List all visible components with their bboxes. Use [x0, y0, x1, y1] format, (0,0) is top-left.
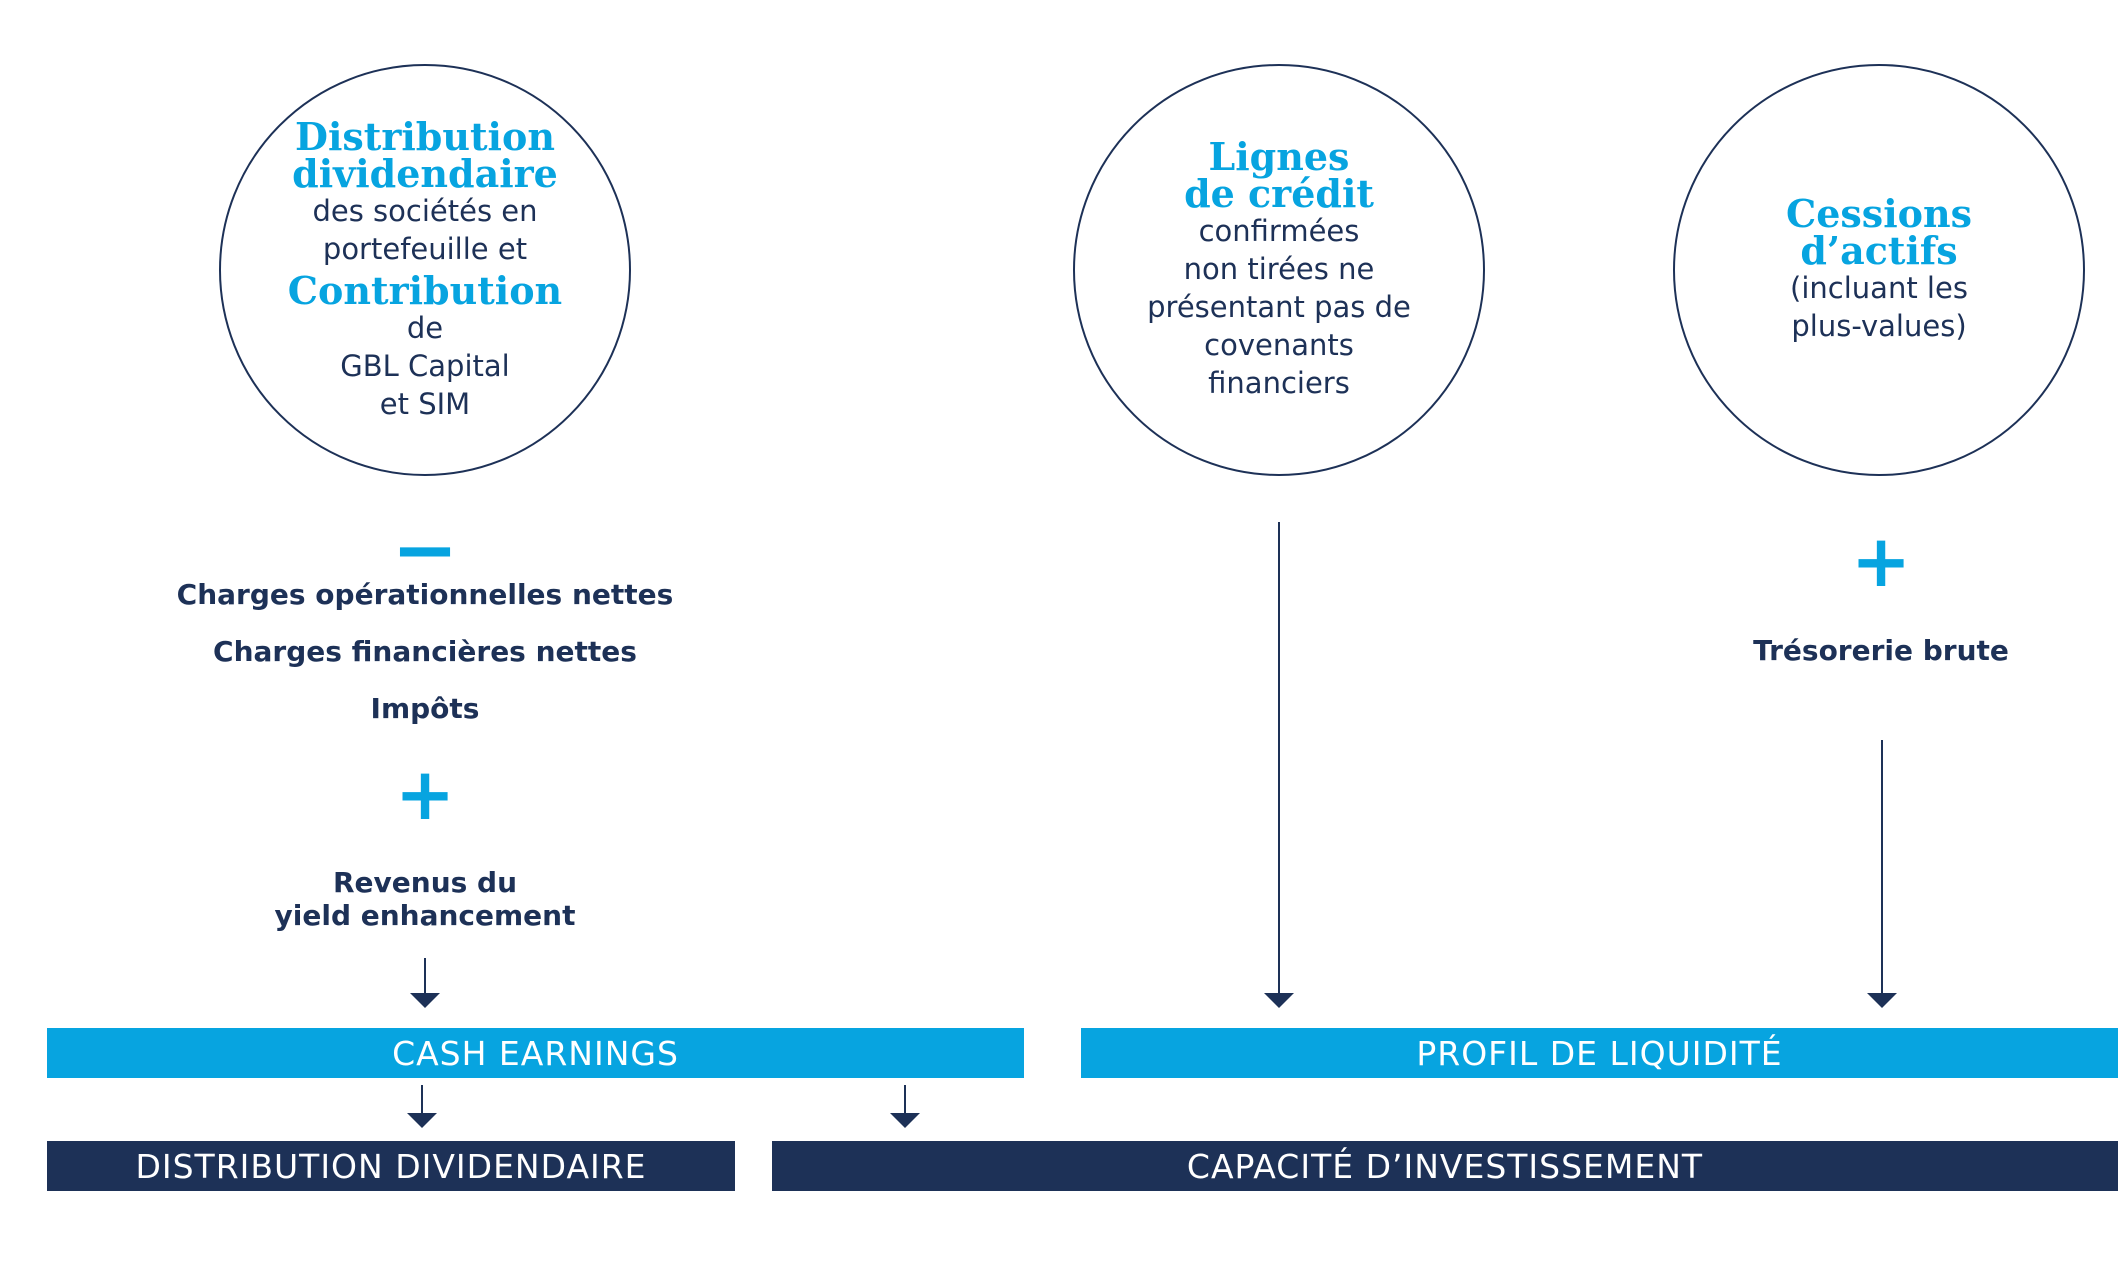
- bar-distribution-dividendaire: DISTRIBUTION DIVIDENDAIRE: [47, 1141, 735, 1191]
- label-charges-financieres: Charges financières nettes: [213, 635, 637, 668]
- arrow-head-cash-to-distribution: [407, 1113, 437, 1128]
- circle-highlight: dividendaire: [292, 150, 558, 196]
- circle-lignes-de-credit: Lignes de crédit confirmées non tirées n…: [1073, 64, 1485, 476]
- circle-highlight: Distribution: [295, 113, 555, 159]
- circle-highlight: d’actifs: [1800, 228, 1958, 273]
- bar-profil-liquidite: PROFIL DE LIQUIDITÉ: [1081, 1028, 2118, 1078]
- label-revenus-du: Revenus du: [332, 866, 518, 899]
- label-tresorerie-brute: Trésorerie brute: [1753, 634, 2009, 667]
- circle-text: portefeuille et: [322, 231, 528, 266]
- circle-text: covenants: [1204, 328, 1354, 362]
- circle-text: financiers: [1208, 366, 1350, 400]
- circle-text: GBL Capital: [340, 348, 510, 383]
- circle-text: plus-values): [1791, 309, 1967, 343]
- arrow-head-cash-to-capacite: [890, 1113, 920, 1128]
- bar-profil-liquidite-label: PROFIL DE LIQUIDITÉ: [1416, 1033, 1783, 1073]
- circle-distribution-dividendaire: Distribution dividendaire des sociétés e…: [219, 64, 631, 476]
- bar-cash-earnings-label: CASH EARNINGS: [392, 1033, 679, 1073]
- circle-text: confirmées: [1198, 214, 1360, 248]
- bar-capacite-investissement: CAPACITÉ D’INVESTISSEMENT: [772, 1141, 2118, 1191]
- circle-text: et SIM: [379, 386, 471, 421]
- arrow-head-tresorerie: [1867, 993, 1897, 1008]
- plus-sign-right: +: [1850, 519, 1912, 603]
- plus-sign-left: +: [394, 752, 456, 836]
- bar-capacite-investissement-label: CAPACITÉ D’INVESTISSEMENT: [1186, 1146, 1704, 1186]
- label-impots: Impôts: [370, 692, 480, 725]
- circle-highlight: de crédit: [1184, 171, 1374, 216]
- arrow-head-revenus: [410, 993, 440, 1008]
- minus-sign: −: [391, 503, 459, 596]
- bar-cash-earnings: CASH EARNINGS: [47, 1028, 1024, 1078]
- circle-highlight: Contribution: [287, 267, 563, 313]
- label-yield-enhancement: yield enhancement: [274, 899, 576, 932]
- circle-text: (incluant les: [1790, 271, 1968, 305]
- circle-cessions-actifs: Cessions d’actifs (incluant les plus-val…: [1673, 64, 2085, 476]
- circle-text: présentant pas de: [1147, 290, 1411, 324]
- circle-highlight: Lignes: [1208, 134, 1350, 179]
- arrow-head-lignes: [1264, 993, 1294, 1008]
- bar-distribution-dividendaire-label: DISTRIBUTION DIVIDENDAIRE: [135, 1146, 647, 1186]
- label-charges-operationnelles: Charges opérationnelles nettes: [176, 578, 674, 611]
- circle-text: des sociétés en: [312, 193, 538, 228]
- circle-text: de: [406, 310, 444, 345]
- circle-text: non tirées ne: [1183, 252, 1375, 286]
- circle-highlight: Cessions: [1785, 191, 1972, 236]
